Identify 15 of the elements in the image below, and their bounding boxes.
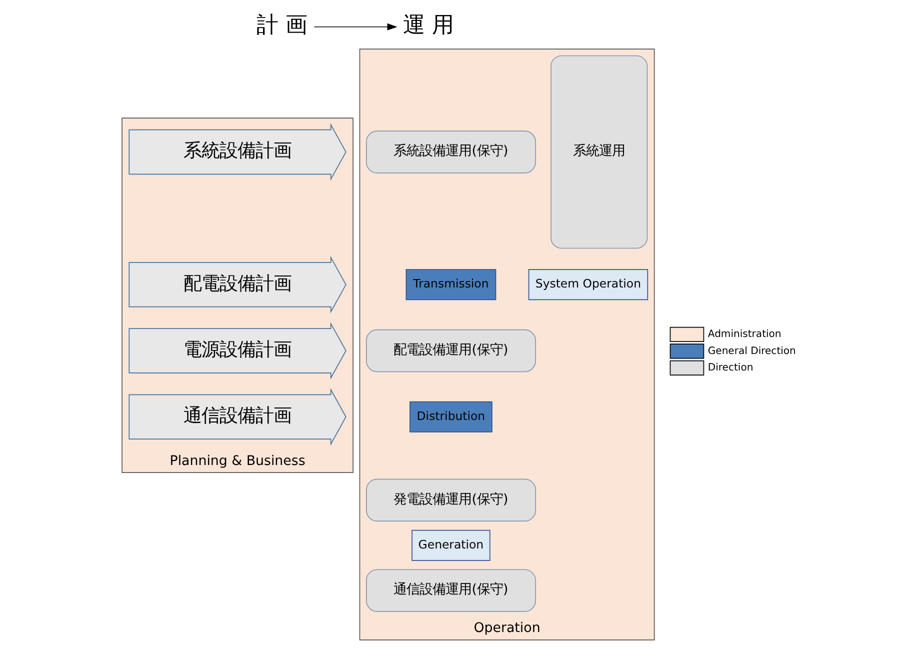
node-box: 系統設備運用(保守) xyxy=(366,130,536,174)
node-box: 発電設備運用(保守) xyxy=(366,478,536,522)
node-box: 通信設備運用(保守) xyxy=(366,569,536,612)
node-box: Generation xyxy=(412,530,490,561)
node-box: Transmission xyxy=(406,269,496,300)
arrow xyxy=(314,23,398,30)
node-box: 系統運用 xyxy=(550,55,648,249)
node-text: 計 画 xyxy=(256,13,308,38)
node-box: Distribution xyxy=(410,401,492,432)
legend-label: General Direction xyxy=(708,346,796,357)
node-box: System Operation xyxy=(528,269,648,300)
node-text: 運 用 xyxy=(402,13,454,38)
node-box: 配電設備運用(保守) xyxy=(366,329,536,372)
legend-label: Direction xyxy=(708,362,754,374)
legend-label: Administration xyxy=(708,329,782,340)
